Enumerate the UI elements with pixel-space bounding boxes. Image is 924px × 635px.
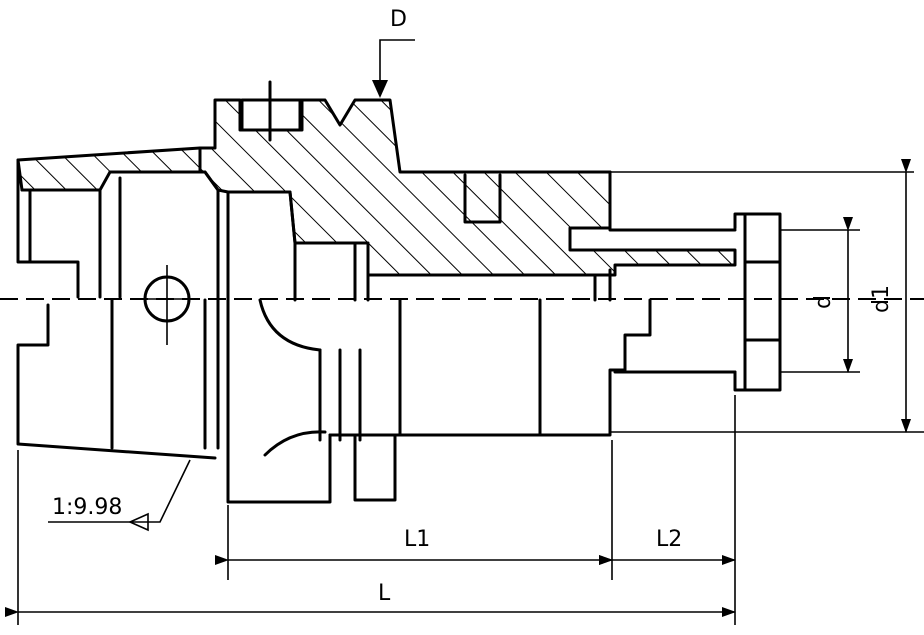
label-d: d bbox=[811, 295, 836, 309]
label-D: D bbox=[390, 7, 407, 32]
label-taper: 1:9.98 bbox=[52, 495, 122, 520]
label-L1: L1 bbox=[404, 527, 430, 552]
clamping-nut bbox=[608, 170, 782, 392]
label-d1: d1 bbox=[869, 285, 894, 313]
label-L2: L2 bbox=[656, 527, 682, 552]
tool-body bbox=[198, 80, 737, 504]
label-L: L bbox=[378, 581, 391, 606]
dimension-lines bbox=[5, 39, 911, 617]
taper-shank bbox=[16, 146, 220, 460]
